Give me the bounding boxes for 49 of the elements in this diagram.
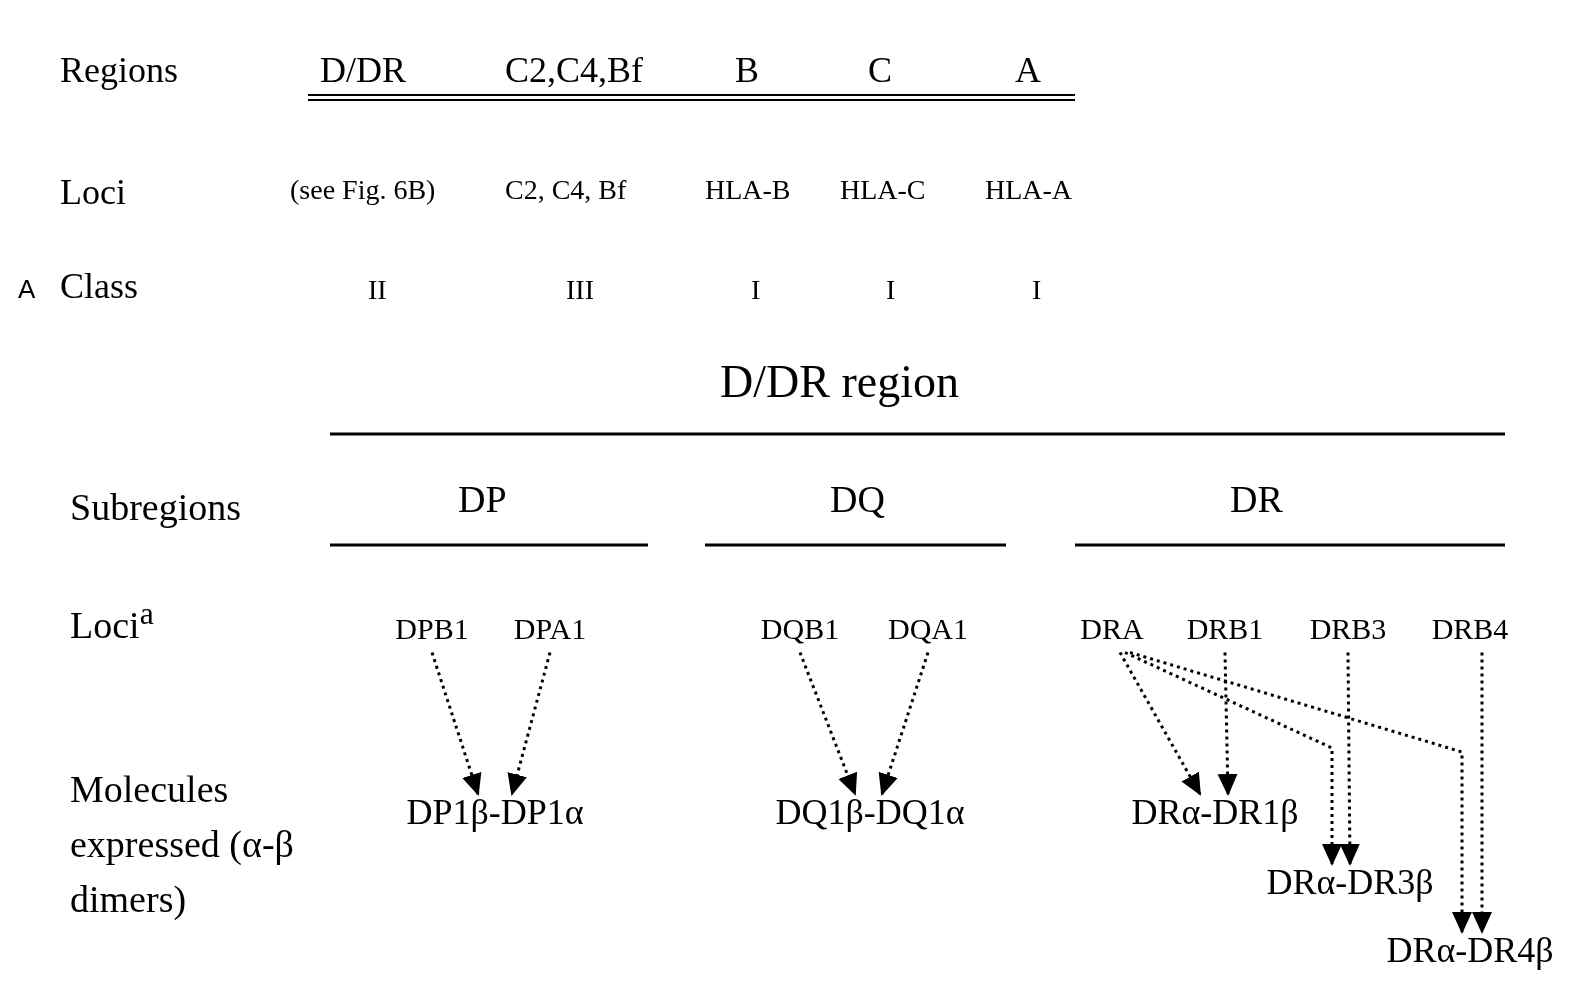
locus-name: DPB1 <box>395 612 469 647</box>
region-name: B <box>735 50 759 92</box>
row-label: Subregions <box>70 486 241 530</box>
molecule-name: DRα-DR4β <box>1386 930 1554 972</box>
dotted-arrow <box>878 652 930 796</box>
class-numeral: I <box>1032 274 1042 307</box>
locus-name: DQB1 <box>760 612 840 647</box>
molecule-name: DP1β-DP1α <box>406 792 584 834</box>
locus-name: DQA1 <box>888 612 968 647</box>
molecule-name: DRα-DR3β <box>1266 862 1434 904</box>
subregion-name: DP <box>458 478 507 522</box>
row-label: Regions <box>60 50 178 92</box>
dotted-arrow <box>1129 651 1472 934</box>
locus-name: DRB1 <box>1186 612 1264 647</box>
region-name: A <box>1015 50 1041 92</box>
row-label: Molecules expressed (α-β dimers) <box>70 767 295 923</box>
class-numeral: II <box>368 274 387 307</box>
row-label: Loci$^{a}$ <box>70 596 154 648</box>
locus-name: DRB3 <box>1309 612 1387 647</box>
locus-name: HLA-B <box>705 174 791 207</box>
row-label: Loci <box>60 172 126 214</box>
locus-name: (see Fig. 6B) <box>290 174 436 207</box>
dotted-arrow <box>1118 651 1202 796</box>
dotted-arrow <box>798 651 858 796</box>
locus-name: DPA1 <box>513 612 587 647</box>
dotted-arrow <box>1217 652 1238 796</box>
molecule-name: DQ1β-DQ1α <box>775 792 965 834</box>
locus-name: DRA <box>1080 612 1144 647</box>
dotted-arrow <box>1124 651 1342 866</box>
class-numeral: I <box>886 274 896 307</box>
locus-name: C2, C4, Bf <box>505 174 627 207</box>
dotted-arrow <box>507 652 552 796</box>
region-name: D/DR <box>320 50 406 92</box>
dotted-arrow <box>1472 652 1492 934</box>
row-label: Class <box>60 266 138 308</box>
class-numeral: III <box>566 274 594 307</box>
locus-name: HLA-A <box>985 174 1073 207</box>
subregion-name: DQ <box>830 478 885 522</box>
region-name: C2,C4,Bf <box>505 50 644 92</box>
dotted-arrow <box>1339 652 1360 866</box>
class-numeral: I <box>751 274 761 307</box>
locus-name: DRB4 <box>1431 612 1509 647</box>
molecule-name: DRα-DR1β <box>1131 792 1299 834</box>
dotted-arrow <box>430 652 482 796</box>
panel-label: A <box>18 275 36 305</box>
section-heading: D/DR region <box>720 356 959 409</box>
region-name: C <box>868 50 892 92</box>
locus-name: HLA-C <box>840 174 926 207</box>
subregion-name: DR <box>1230 478 1283 522</box>
